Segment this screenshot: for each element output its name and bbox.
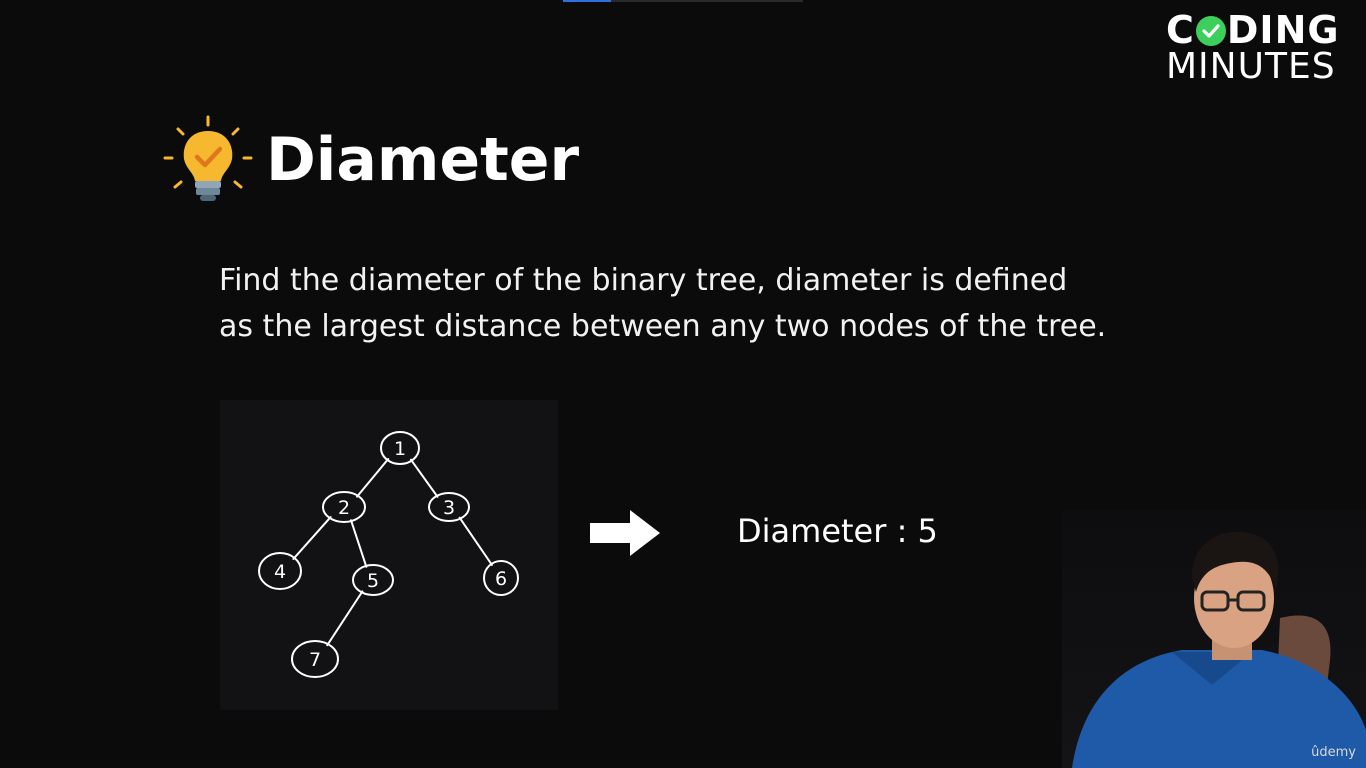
- tree-node-circle: [428, 492, 470, 522]
- tree-edge-2-5: [349, 519, 368, 568]
- tree-node-6: 6: [483, 560, 519, 596]
- logo-line-1: C DING: [1166, 10, 1356, 50]
- tree-node-label: 6: [495, 568, 507, 590]
- tree-edge-1-3: [409, 458, 439, 498]
- instructor-webcam-video: ûdemy: [1062, 510, 1366, 768]
- description-line-1: Find the diameter of the binary tree, di…: [219, 263, 1068, 298]
- video-progress-fill: [563, 0, 611, 2]
- logo-letter-c: C: [1166, 8, 1195, 52]
- tree-node-label: 5: [367, 570, 379, 592]
- description-line-2: as the largest distance between any two …: [219, 309, 1107, 344]
- tree-node-4: 4: [258, 552, 302, 590]
- tree-edge-1-2: [356, 458, 390, 498]
- tree-node-circle: [258, 552, 302, 590]
- tree-node-1: 1: [380, 431, 420, 465]
- diameter-result: Diameter : 5: [737, 512, 938, 550]
- tree-node-label: 2: [338, 497, 350, 519]
- tree-node-label: 4: [274, 561, 286, 583]
- tree-node-circle: [352, 564, 394, 596]
- tree-edge-5-7: [326, 590, 364, 647]
- tree-node-label: 1: [394, 438, 406, 460]
- tree-node-label: 7: [309, 649, 321, 671]
- logo-letters-ding: DING: [1226, 8, 1340, 52]
- problem-description: Find the diameter of the binary tree, di…: [219, 258, 1219, 350]
- tree-node-circle: [483, 560, 519, 596]
- tree-node-3: 3: [428, 492, 470, 522]
- tree-node-circle: [291, 640, 339, 678]
- tree-node-7: 7: [291, 640, 339, 678]
- tree-node-5: 5: [352, 564, 394, 596]
- logo-check-circle-icon: [1195, 16, 1226, 46]
- slide-title: Diameter: [266, 125, 580, 195]
- instructor-figure: [1072, 531, 1366, 768]
- tree-edge-3-6: [458, 516, 493, 566]
- tree-node-circle: [380, 431, 420, 465]
- slide-title-row: Diameter: [162, 112, 579, 208]
- lightbulb-check-icon: [163, 115, 253, 201]
- tree-edge-2-4: [292, 516, 332, 560]
- udemy-watermark: ûdemy: [1311, 745, 1356, 760]
- tree-node-2: 2: [322, 491, 366, 523]
- binary-tree-svg: 1 2 3 4 5 6 7: [258, 431, 519, 678]
- tree-node-label: 3: [443, 497, 455, 519]
- logo-line-2: MINUTES: [1166, 46, 1336, 87]
- tree-node-circle: [322, 491, 366, 523]
- right-arrow-icon: [590, 510, 660, 556]
- coding-minutes-logo: C DING MINUTES: [1166, 10, 1356, 88]
- video-progress-bar[interactable]: [563, 0, 803, 2]
- binary-tree-diagram: 1 2 3 4 5 6 7: [220, 400, 558, 710]
